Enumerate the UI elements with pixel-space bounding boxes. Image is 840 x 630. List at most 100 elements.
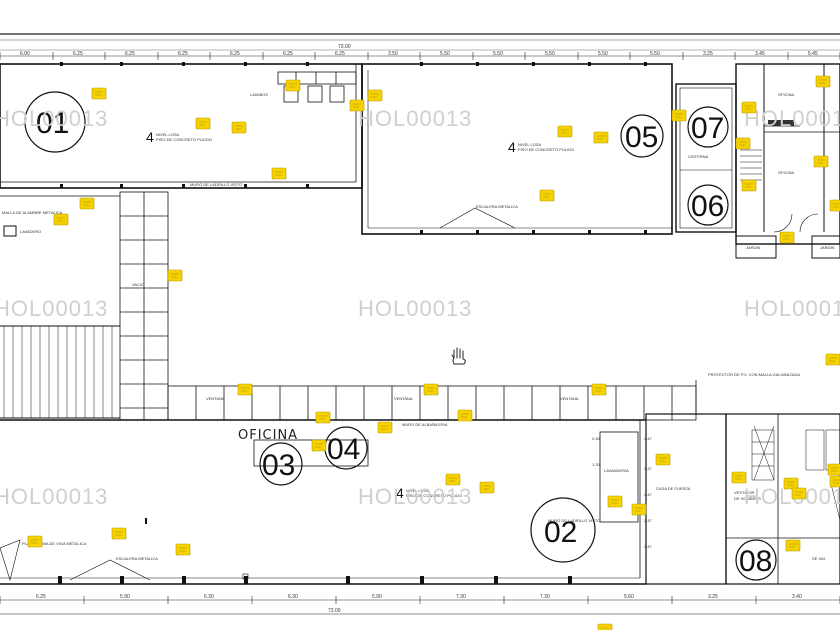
total-dimension-bottom: 73.00 <box>328 608 341 614</box>
comment-note-icon[interactable] <box>539 189 555 202</box>
svg-text:NIVEL LOSA: NIVEL LOSA <box>406 488 430 493</box>
comment-note-icon[interactable] <box>631 503 647 516</box>
comment-note-icon[interactable] <box>175 543 191 556</box>
svg-text:HOL00013: HOL00013 <box>358 296 472 321</box>
comment-markers[interactable] <box>27 75 840 630</box>
comment-note-icon[interactable] <box>457 409 473 422</box>
comment-note-icon[interactable] <box>79 197 95 210</box>
room-label-06: 06 <box>691 190 724 223</box>
svg-text:LAVADERO: LAVADERO <box>20 229 41 234</box>
dimension-top-label: 5.50 <box>493 51 503 57</box>
label-cisterna: CISTERNA <box>688 154 709 159</box>
comment-note-icon[interactable] <box>231 121 247 134</box>
room-label-01: 01 <box>36 107 69 140</box>
comment-note-icon[interactable] <box>53 213 69 226</box>
svg-text:MALLA DE ALAMBRE METALICA: MALLA DE ALAMBRE METALICA <box>2 210 63 215</box>
comment-note-icon[interactable] <box>825 353 840 366</box>
comment-note-icon[interactable] <box>111 527 127 540</box>
svg-text:1.20: 1.20 <box>592 462 601 467</box>
comment-note-icon[interactable] <box>237 383 253 396</box>
dimension-top-label: 6.25 <box>230 51 240 57</box>
comment-note-icon[interactable] <box>285 79 301 92</box>
svg-text:2.40: 2.40 <box>592 436 601 441</box>
comment-note-icon[interactable] <box>591 383 607 396</box>
label-vestidor: VESTIDOR <box>734 490 755 495</box>
room-label-05: 05 <box>625 121 658 154</box>
dimension-top-label: 3.25 <box>703 51 713 57</box>
comment-note-icon[interactable] <box>741 179 757 192</box>
svg-text:VENTANA: VENTANA <box>206 396 225 401</box>
comment-note-icon[interactable] <box>377 421 393 434</box>
label-jardin: JARDIN <box>746 245 761 250</box>
dimension-bottom-label: 5.60 <box>624 594 634 600</box>
comment-note-icon[interactable] <box>195 117 211 130</box>
svg-text:2.47: 2.47 <box>644 436 653 441</box>
comment-note-icon[interactable] <box>731 471 747 484</box>
comment-note-icon[interactable] <box>827 463 840 476</box>
label-oficina-right: OFICINA <box>778 170 795 175</box>
cisterna-block: 07 06 CISTERNA <box>675 83 737 233</box>
svg-text:4: 4 <box>146 129 154 145</box>
hand-cursor-icon <box>451 347 466 365</box>
comment-note-icon[interactable] <box>735 137 751 150</box>
comment-note-icon[interactable] <box>791 487 807 500</box>
svg-text:JARDIN: JARDIN <box>820 245 835 250</box>
dimension-top-label: 6.25 <box>178 51 188 57</box>
comment-note-icon[interactable] <box>91 87 107 100</box>
dimension-bottom-label: 5.90 <box>372 594 382 600</box>
dimension-bottom-label: 6.30 <box>204 594 214 600</box>
comment-note-icon[interactable] <box>167 269 183 282</box>
svg-text:MURO DE LADRILLO VISTO: MURO DE LADRILLO VISTO <box>548 518 600 523</box>
comment-note-icon[interactable] <box>423 383 439 396</box>
dimension-bottom-label: 6.25 <box>36 594 46 600</box>
comment-note-icon[interactable] <box>779 231 795 244</box>
dimension-bottom-label: 3.40 <box>792 594 802 600</box>
comment-note-icon[interactable] <box>367 89 383 102</box>
comment-note-icon[interactable] <box>349 99 365 112</box>
dimension-top-label: 5.45 <box>808 51 818 57</box>
comment-note-icon[interactable] <box>813 155 829 168</box>
svg-text:PLATAFORMA DE VIGA METALICA: PLATAFORMA DE VIGA METALICA <box>22 541 87 546</box>
comment-note-icon[interactable] <box>27 535 43 548</box>
comment-note-icon[interactable] <box>271 167 287 180</box>
comment-note-icon[interactable] <box>315 411 331 424</box>
watermarks: HOL00013 HOL00013 HOL00013 HOL00013 HOL0… <box>0 106 840 509</box>
svg-text:HOL00013: HOL00013 <box>0 296 108 321</box>
dimension-top-label: 5.50 <box>545 51 555 57</box>
comment-note-icon[interactable] <box>607 495 623 508</box>
room-01-block: LAVABOS 01 4 NIVEL LOSA PISO DE CONCRETO… <box>0 62 363 189</box>
svg-text:HOL00013: HOL00013 <box>744 106 840 131</box>
svg-text:DE HOMBRES: DE HOMBRES <box>734 496 761 501</box>
comment-note-icon[interactable] <box>829 199 840 212</box>
comment-note-icon[interactable] <box>655 453 671 466</box>
comment-note-icon[interactable] <box>815 75 831 88</box>
svg-text:LAVABOS: LAVABOS <box>250 92 268 97</box>
svg-text:PISO DE CONCRETO PULIDO: PISO DE CONCRETO PULIDO <box>156 137 212 142</box>
svg-text:HOL00013: HOL00013 <box>358 106 472 131</box>
comment-note-icon[interactable] <box>593 131 609 144</box>
room-label-04: 04 <box>327 433 360 466</box>
svg-text:NIVEL LOSA: NIVEL LOSA <box>156 132 180 137</box>
room-label-07: 07 <box>691 112 724 145</box>
svg-text:HOL00013: HOL00013 <box>744 296 840 321</box>
comment-note-icon[interactable] <box>479 481 495 494</box>
room-label-08: 08 <box>739 545 772 578</box>
svg-text:ESCALERA METALICA: ESCALERA METALICA <box>116 556 158 561</box>
dimension-top-label: 6.25 <box>73 51 83 57</box>
comment-note-icon[interactable] <box>311 439 327 452</box>
dimension-bottom-label: 5.90 <box>120 594 130 600</box>
comment-note-icon[interactable] <box>741 101 757 114</box>
comment-note-icon[interactable] <box>783 477 799 490</box>
comment-note-icon[interactable] <box>557 125 573 138</box>
svg-text:2.47: 2.47 <box>644 492 653 497</box>
comment-note-icon[interactable] <box>597 623 613 630</box>
svg-text:HOL00013: HOL00013 <box>0 106 108 131</box>
comment-note-icon[interactable] <box>785 539 801 552</box>
comment-note-icon[interactable] <box>445 473 461 486</box>
comment-note-icon[interactable] <box>671 109 687 122</box>
comment-note-icon[interactable] <box>829 475 840 488</box>
dimension-top-label: 3.50 <box>388 51 398 57</box>
room-label-02: 02 <box>544 516 577 549</box>
